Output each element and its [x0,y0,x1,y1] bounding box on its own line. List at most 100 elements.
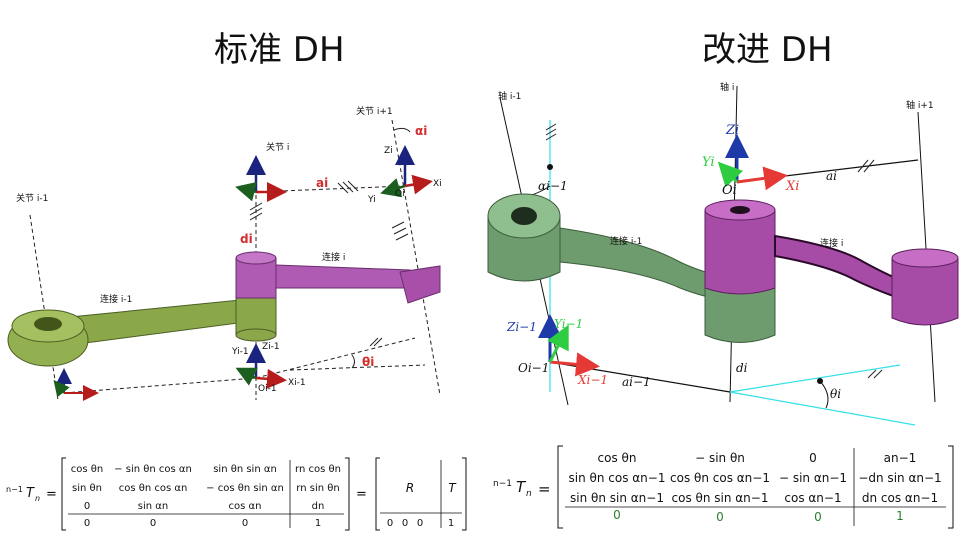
axis-next-label: 轴 i+1 [906,99,934,111]
mod-cell: 0 [809,451,817,465]
mod-lhs-sup: n−1 [493,479,512,489]
xi1-label: Xi-1 [288,378,306,388]
mod-cell: 0 [814,510,822,524]
mod-x-axis-prev-arrow [549,352,600,377]
mod-cell: 0 [613,508,621,522]
mod-cell: 0 [716,510,724,524]
axis-cur-label: 轴 i [720,81,734,93]
mod-cell: − sin αn−1 [779,471,847,485]
mod-oi1-label: Oi−1 [518,361,549,375]
std-cell: 0 [84,518,90,529]
std-cell: sin θn sin αn [213,464,277,475]
std-block-bracket-left [375,457,380,531]
joint-axis-next-line [391,119,441,396]
ai-label: ai [316,176,328,190]
mod-xi-label: Xi [785,179,799,194]
link-cur-bar [275,264,411,289]
mod-lhs-sub: n [526,489,532,499]
mod-cell: sin θn sin αn−1 [570,491,664,505]
std-cell: − sin θn cos αn [114,464,192,475]
standard-dh-diagram: 关节 i-1 关节 i 关节 i+1 连接 i-1 连接 i ai di αi … [7,105,442,401]
mod-zi-label: Zi [725,123,739,138]
cyan-xi-prev-projection [729,391,916,426]
oi1-label: Oi-1 [258,384,277,394]
mod-joint-cylinder-hole [730,206,750,214]
joint-axis-prev-line [29,214,59,401]
mod-cell: cos θn cos αn−1 [670,471,770,485]
mod-link-cur-label: 连接 i [820,237,843,249]
mod-link-prev-hole [511,207,537,225]
std-block-bottom-cell: 0 [417,518,423,529]
std-lhs: T [26,486,35,501]
axis-prev-label: 轴 i-1 [498,90,521,102]
parallel-line [289,364,426,371]
link-cur-label: 连接 i [322,251,345,263]
zi-label: Zi [384,146,393,156]
modified-dh-diagram: 轴 i-1 轴 i 轴 i+1 连接 i-1 连接 i Zi Yi Oi Xi … [487,81,959,426]
mod-bracket-right [948,445,954,529]
y-axis-prev-arrow [235,367,258,386]
std-cell: cos αn [229,501,262,512]
modified-dh-title: 改进 DH [702,30,833,70]
base-normal-line [63,377,257,394]
mod-link-cur-cylinder [891,257,959,326]
std-cell: − cos θn sin αn [206,483,284,494]
cyan-xi-projection [729,364,901,393]
modified-parallel-marks [545,123,883,379]
y-axis-base-arrow [53,379,70,398]
mod-cell: 1 [896,509,904,523]
mod-theta-i-label: θi [830,387,841,401]
theta-arc-mod [819,380,829,409]
mod-zi1-label: Zi−1 [506,320,537,334]
std-eq: = [46,487,57,502]
std-eq-block: = [356,487,367,502]
mod-lhs: T [516,478,527,496]
link-cur-end [399,265,441,304]
std-cell: dn [312,501,325,512]
zi1-label: Zi-1 [262,342,280,352]
std-cell: rn sin θn [296,483,339,494]
mod-y-axis-prev-arrow [547,324,569,363]
mod-cell: cos θn [598,451,637,465]
alpha-arc [393,127,411,133]
std-cell: sin θn [72,483,102,494]
standard-dh-title: 标准 DH [214,30,345,70]
mod-cell: cos θn sin αn−1 [672,491,769,505]
mod-oi-label: Oi [722,183,737,198]
std-block-bracket-right [462,457,467,531]
mod-joint-cylinder-purple [704,209,776,295]
mod-cell: −dn sin αn−1 [858,471,941,485]
oi-label: Oi [395,189,405,199]
mod-y-axis-i-arrow [717,161,744,188]
mod-bracket-left [557,445,563,529]
x-axis-prev-arrow [255,368,287,389]
mod-cell: sin θn cos αn−1 [569,471,666,485]
joint-cylinder-bottom [235,328,277,342]
std-block-bottom-cell: 0 [402,518,408,529]
std-cell: 1 [315,518,321,529]
mod-xi1-label: Xi−1 [577,373,608,387]
joint-prev-label: 关节 i-1 [16,192,48,204]
std-cell: sin αn [138,501,168,512]
mod-yi1-label: Yi−1 [554,317,583,331]
std-block-t: T [448,481,457,495]
mod-cell: − sin θn [695,451,745,465]
std-cell: cos θn cos αn [119,483,188,494]
theta-arc [351,354,355,369]
std-lhs-sub: n [35,494,40,503]
std-bracket-right [345,457,350,531]
yi1-label: Yi-1 [231,347,249,357]
link-prev-hole [34,317,62,331]
alpha-vertex-dot [547,164,553,170]
std-cell: rn cos θn [295,464,341,475]
mod-cell: an−1 [884,451,917,465]
y-axis-i-arrow [235,181,257,202]
mod-eq: = [538,480,551,498]
std-block-bottom-cell: 1 [448,518,454,529]
std-cell: 0 [242,518,248,529]
mod-di-label: di [736,361,748,375]
x-axis-next-arrow [404,174,433,195]
std-cell: 0 [150,518,156,529]
yi-label: Yi [367,195,376,205]
